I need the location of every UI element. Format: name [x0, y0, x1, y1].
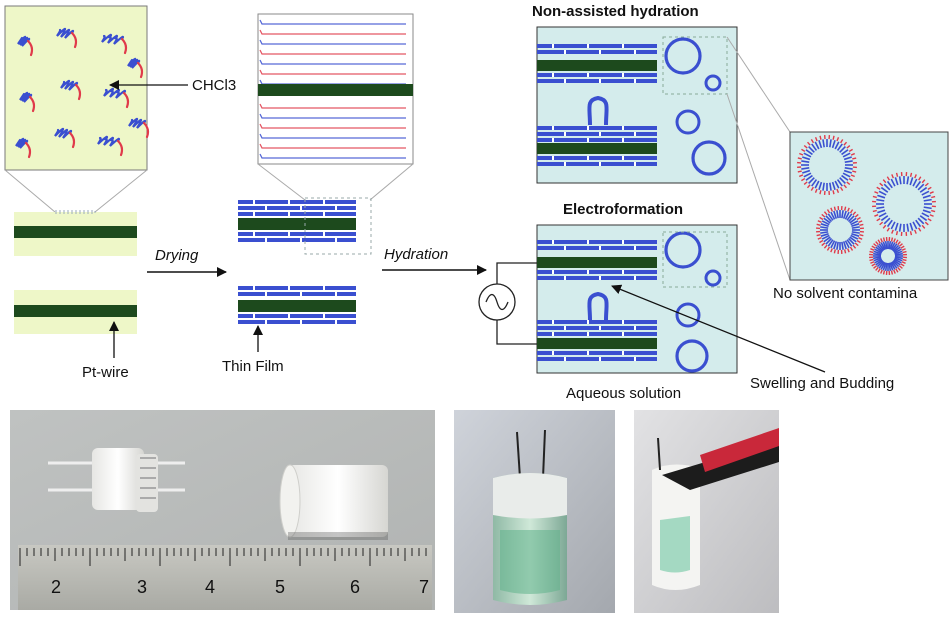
- lipid-tail: [60, 79, 79, 91]
- pt-wire-label: Pt-wire: [82, 364, 129, 381]
- ruler-number: 4: [205, 577, 215, 597]
- swollen-lipid-layers: [537, 240, 657, 361]
- bud: [587, 291, 609, 321]
- lipid-tail: [56, 27, 75, 39]
- lipid-head: [116, 139, 124, 157]
- lipid-tail: [127, 57, 141, 69]
- ruler-number: 7: [419, 577, 429, 597]
- vesicles: [797, 135, 936, 275]
- lipid-stack-top: [238, 200, 356, 242]
- lipid-head: [68, 131, 76, 149]
- vesicles-panel: [789, 131, 949, 281]
- bilayer-mesh: [259, 19, 406, 159]
- lipid-head: [136, 61, 144, 79]
- thin-film-label: Thin Film: [222, 358, 284, 375]
- drying-label: Drying: [155, 247, 199, 264]
- swelling-budding-label: Swelling and Budding: [750, 375, 894, 392]
- lipid-tail: [128, 117, 147, 129]
- no-solvent-label: No solvent contamina: [773, 285, 918, 302]
- zoom-line-left: [4, 169, 56, 213]
- zoom-line-right: [94, 169, 148, 213]
- lipid-tail: [97, 135, 121, 147]
- lipid-head: [28, 95, 36, 113]
- lipid-tail: [101, 33, 125, 45]
- electrode-plug: [48, 448, 185, 512]
- lipid-head: [70, 31, 78, 49]
- lipid-head: [26, 39, 34, 57]
- lipid-head: [142, 121, 150, 139]
- lipid-tail: [19, 91, 33, 103]
- ruler-number: 2: [51, 577, 61, 597]
- thin-film-zoom-panel: [257, 13, 414, 165]
- hydration-label: Hydration: [384, 246, 448, 263]
- photo-electrode-cell-ruler: 2 3 4 5 6 7: [10, 410, 435, 610]
- lipid-head: [24, 141, 32, 159]
- zoom-line-3b: [726, 93, 791, 281]
- non-assisted-title: Non-assisted hydration: [532, 3, 699, 20]
- lipid-tail: [54, 127, 73, 139]
- lipid-tail: [103, 87, 127, 99]
- lipid-tail: [15, 137, 29, 149]
- ruler-numbers: 2 3 4 5 6 7: [51, 577, 429, 597]
- ruler-number: 5: [275, 577, 285, 597]
- swelling-pointer: [611, 284, 826, 373]
- non-assisted-hydration-panel: [536, 26, 738, 184]
- aqueous-solution-label: Aqueous solution: [566, 385, 681, 402]
- photo-cell-with-probe: [634, 410, 779, 613]
- ruler-number: 3: [137, 577, 147, 597]
- lipid-head: [120, 37, 128, 55]
- ptfe-cylinder: [279, 464, 388, 540]
- electroformation-panel: [536, 224, 738, 374]
- thin-film-electrodes: [238, 197, 372, 324]
- lipid-tail: [17, 35, 31, 47]
- lipid-head: [122, 91, 130, 109]
- zoom-line-3a: [726, 36, 791, 133]
- ruler-ticks: [19, 548, 427, 566]
- ruler-number: 6: [350, 577, 360, 597]
- lipid-head: [74, 83, 82, 101]
- pt-wire-electrodes: [14, 210, 137, 334]
- photo-assembled-cell: [454, 410, 615, 613]
- ac-circuit: [478, 262, 537, 345]
- zoom-line-2b: [369, 163, 414, 201]
- electroformation-title: Electroformation: [563, 201, 683, 218]
- zoom-line-2a: [257, 163, 306, 201]
- bud: [587, 95, 609, 126]
- lipid-stack-bottom: [238, 286, 356, 324]
- lipid-molecules: [15, 27, 150, 159]
- chcl3-zoom-panel: [4, 5, 150, 171]
- chcl3-label: CHCl3: [192, 77, 236, 94]
- swollen-lipid-layers: [537, 44, 657, 166]
